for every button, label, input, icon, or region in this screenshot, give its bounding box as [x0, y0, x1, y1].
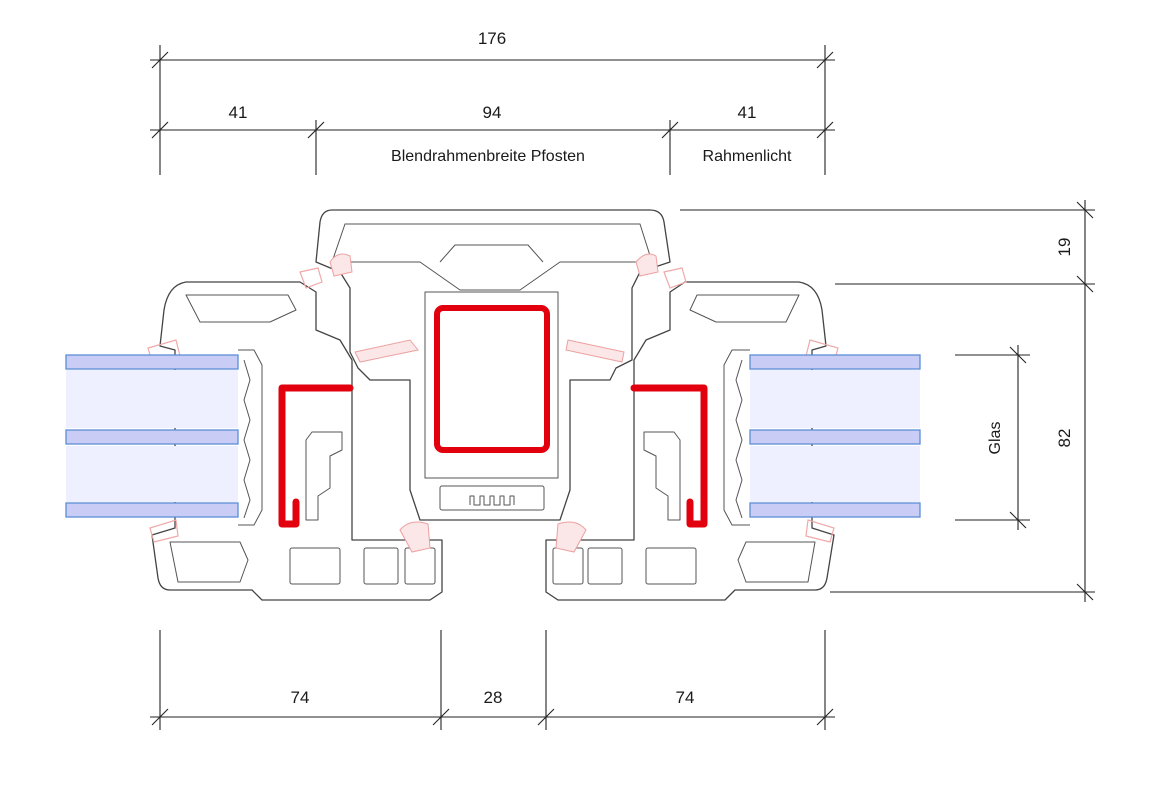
dim-tick — [1076, 583, 1094, 601]
dim-tick — [151, 121, 169, 139]
dim-tick — [307, 121, 325, 139]
dim-tick — [1076, 201, 1094, 219]
left-glazing-seal — [243, 359, 251, 519]
glass-gap — [750, 370, 920, 428]
top-dimension-group: 176 41 94 41 Blendrahmenbreite Pfosten R… — [150, 29, 835, 175]
dim-tick — [1009, 346, 1027, 364]
dim-bottom-left: 74 — [291, 688, 310, 707]
gasket — [354, 339, 419, 363]
left-frame-bottom-chamber — [169, 541, 249, 583]
dim-tick — [816, 708, 834, 726]
mullion-bottom-chamber — [439, 485, 545, 511]
left-frame-top-chamber — [185, 294, 297, 323]
right-frame-chamber-c — [552, 547, 584, 585]
left-sash-hook — [305, 431, 343, 521]
left-frame-chamber-a — [289, 547, 341, 585]
glass-pane-left-outer — [65, 354, 239, 370]
glass-pane-right-inner — [749, 502, 921, 518]
right-frame-chamber-a — [645, 547, 697, 585]
left-steel-reinforcement — [278, 384, 354, 528]
label-mullion: Blendrahmenbreite Pfosten — [391, 148, 585, 165]
dim-right-frame-light: 41 — [738, 103, 757, 122]
label-glass: Glas — [987, 422, 1004, 455]
glass-pane-left-inner — [65, 502, 239, 518]
right-steel-reinforcement — [630, 384, 708, 528]
glass-pane-right-outer — [749, 354, 921, 370]
dim-tick — [1009, 511, 1027, 529]
mullion-inner-chamber — [331, 223, 653, 291]
dim-bottom-middle: 28 — [484, 688, 503, 707]
right-glazing — [723, 349, 921, 526]
left-frame-chamber-b — [363, 547, 399, 585]
left-frame-chamber-c — [404, 547, 436, 585]
label-frame-light: Rahmenlicht — [703, 148, 792, 165]
right-glazing-bead — [723, 349, 750, 526]
right-frame-bottom-chamber — [737, 541, 816, 583]
dim-tick — [816, 121, 834, 139]
dim-top-height: 19 — [1055, 238, 1074, 257]
dim-tick — [816, 51, 834, 69]
gasket — [399, 521, 431, 553]
right-frame-top-chamber — [689, 294, 800, 323]
dim-bottom-right: 74 — [676, 688, 695, 707]
gasket — [663, 267, 687, 289]
dim-left-frame-light: 41 — [229, 103, 248, 122]
dim-mullion-width: 94 — [483, 103, 502, 122]
mullion-inner-web — [439, 244, 544, 263]
gasket — [805, 519, 835, 543]
profile-section — [65, 209, 921, 601]
mullion-core-chamber — [424, 291, 559, 479]
glass-pane-left-middle — [65, 429, 239, 445]
glass-gap — [66, 370, 238, 428]
mullion-comb — [469, 495, 515, 506]
dim-tick — [151, 51, 169, 69]
dim-tick — [151, 708, 169, 726]
gasket — [329, 253, 353, 277]
right-dimension-group: 19 82 Glas — [680, 200, 1095, 602]
dim-total-width: 176 — [478, 29, 506, 48]
gasket — [149, 519, 179, 543]
gasket — [555, 521, 587, 553]
glass-gap — [750, 446, 920, 502]
dim-tick — [661, 121, 679, 139]
dim-tick — [432, 708, 450, 726]
bottom-dimension-group: 74 28 74 — [150, 630, 835, 730]
glass-pane-right-middle — [749, 429, 921, 445]
dim-total-height: 82 — [1055, 429, 1074, 448]
gasket — [565, 339, 625, 363]
glass-gap — [66, 446, 238, 502]
right-sash-hook — [643, 431, 681, 521]
gasket — [635, 253, 659, 277]
left-glazing-bead — [238, 349, 263, 526]
gasket — [299, 267, 323, 289]
gaskets — [147, 253, 839, 553]
mullion-profile — [315, 209, 671, 521]
right-frame-chamber-b — [587, 547, 623, 585]
right-glazing-seal — [735, 359, 743, 519]
left-glazing — [65, 349, 263, 526]
dim-tick — [1076, 275, 1094, 293]
mullion-steel-reinforcement — [434, 305, 550, 453]
dim-tick — [537, 708, 555, 726]
